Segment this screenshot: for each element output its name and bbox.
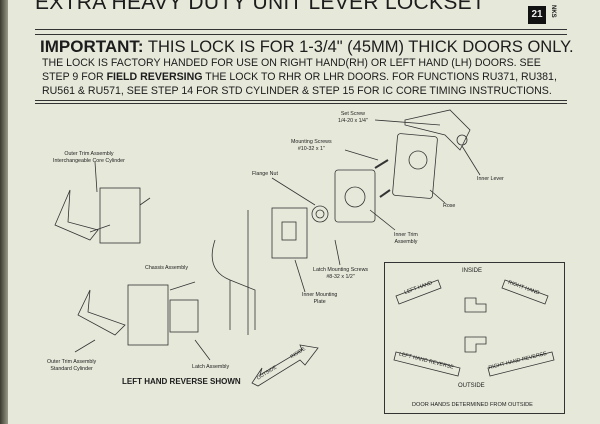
handing-doors <box>393 279 555 377</box>
divider <box>35 103 567 104</box>
text: STEP 9 FOR <box>42 71 107 83</box>
label-latch: Latch Assembly <box>192 364 230 370</box>
notice-line-2: STEP 9 FOR FIELD REVERSING THE LOCK TO R… <box>42 71 557 83</box>
text: THE LOCK TO RHR OR LHR DOORS. FOR FUNCTI… <box>202 71 557 83</box>
text: 1/4-20 x 1/4" <box>338 118 368 124</box>
text: Plate <box>313 299 326 305</box>
field-reversing-emphasis: FIELD REVERSING <box>106 71 203 83</box>
page-edge-shadow <box>0 0 8 424</box>
door-handing-box <box>384 262 565 414</box>
divider <box>35 100 567 101</box>
text: #8-32 x 1/2" <box>326 274 355 280</box>
text: Mounting Screws <box>291 139 332 145</box>
label-latch-screws: Latch Mounting Screws#8-32 x 1/2" <box>313 267 368 281</box>
text: Outer Trim Assembly <box>64 151 114 157</box>
text: Inner Mounting <box>302 292 338 298</box>
inner-plate-drawing <box>271 207 308 259</box>
text: Outer Trim Assembly <box>47 359 97 365</box>
notice-line-1: THE LOCK IS FACTORY HANDED FOR USE ON RI… <box>42 57 541 69</box>
text: Inner Trim <box>394 232 418 238</box>
brand-logo: 21 <box>528 6 546 24</box>
handing-outside: OUTSIDE <box>458 383 485 389</box>
important-text: THIS LOCK IS FOR 1-3/4" (45MM) THICK DOO… <box>147 38 574 56</box>
divider <box>35 34 567 35</box>
page-title: EXTRA HEAVY DUTY UNIT LEVER LOCKSET <box>35 0 486 14</box>
label-flange-nut: Flange Nut <box>252 171 278 177</box>
direction-arrow <box>251 344 319 387</box>
diagram-caption: LEFT HAND REVERSE SHOWN <box>122 377 241 386</box>
notice-line-3: RU561 & RU571, SEE STEP 14 FOR STD CYLIN… <box>42 85 552 97</box>
label-rose: Rose <box>443 203 456 209</box>
inner-lever-drawing <box>404 109 471 151</box>
divider <box>35 29 567 30</box>
label-mounting-screws: Mounting Screws#10-32 x 1" <box>291 139 332 153</box>
handing-footer: DOOR HANDS DETERMINED FROM OUTSIDE <box>412 402 533 408</box>
flange-nut-drawing <box>311 205 329 223</box>
label-inner-lever: Inner Lever <box>477 176 504 182</box>
text: Latch Mounting Screws <box>313 267 369 273</box>
outer-trim-std-drawing <box>74 281 211 361</box>
text: #10-32 x 1" <box>297 146 325 152</box>
text: Interchangeable Core Cylinder <box>53 158 125 164</box>
inner-trim-drawing <box>334 169 376 223</box>
text: Assembly <box>394 239 418 245</box>
important-notice: IMPORTANT: THIS LOCK IS FOR 1-3/4" (45MM… <box>40 37 574 57</box>
text: Standard Cylinder <box>50 366 93 372</box>
rose-drawing <box>392 133 438 199</box>
label-chassis: Chassis Assembly <box>145 265 188 271</box>
outer-trim-ic-drawing <box>54 161 151 244</box>
important-label: IMPORTANT: <box>40 37 144 56</box>
text: Set Screw <box>340 111 365 117</box>
handing-inside: INSIDE <box>462 268 483 274</box>
brand-logo-text: NKS <box>550 5 556 18</box>
